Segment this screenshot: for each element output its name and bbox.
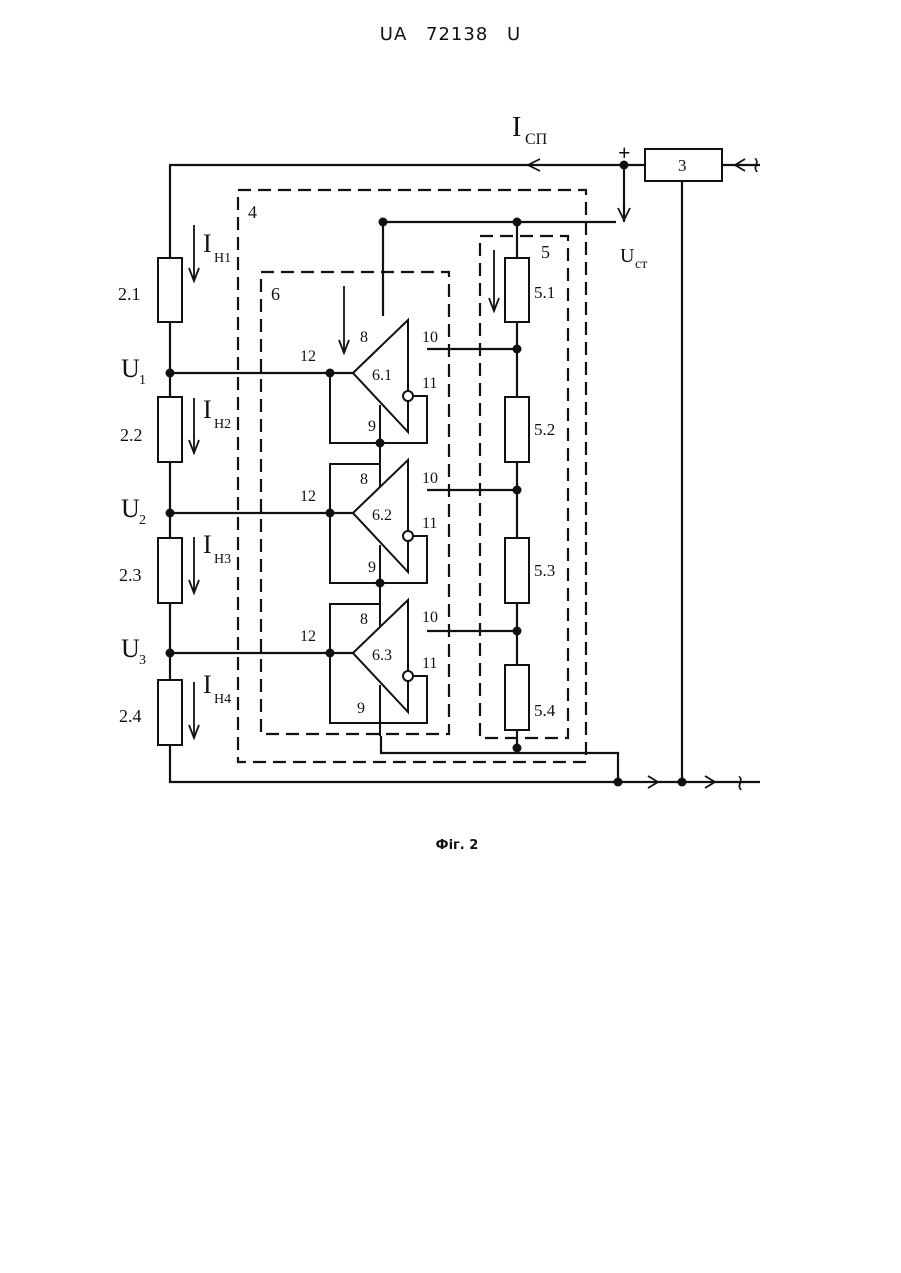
r52-label: 5.2 <box>534 420 555 439</box>
pin-10-a1: 10 <box>422 329 438 346</box>
block-3-label: 3 <box>678 156 687 175</box>
pin-11-a2: 11 <box>422 515 437 532</box>
r24-label: 2.4 <box>119 706 142 726</box>
figure-caption: Фіг. 2 <box>0 838 901 853</box>
u2-subscript: 2 <box>139 513 146 528</box>
in2-subscript: Н2 <box>214 417 231 432</box>
resistor-2-1 <box>158 258 182 322</box>
pin-9-a2: 9 <box>368 559 376 576</box>
u-st-label: U <box>620 245 635 267</box>
pin-11-a1: 11 <box>422 375 437 392</box>
in4-label: I <box>203 670 212 699</box>
r51-label: 5.1 <box>534 283 555 302</box>
pin-9-a1: 9 <box>368 418 376 435</box>
i-sp-label: I <box>512 112 521 143</box>
block-6-label: 6 <box>271 284 280 304</box>
resistor-5-4 <box>505 665 529 730</box>
pin-12-a2: 12 <box>300 488 316 505</box>
in2-label: I <box>203 395 212 424</box>
plus-sign: + <box>618 140 631 165</box>
u-st-subscript: ст <box>635 257 647 272</box>
in4-subscript: Н4 <box>214 692 231 707</box>
pin-8-a2: 8 <box>360 471 368 488</box>
u3-label: U <box>121 634 140 663</box>
ac-input-symbol: ≀ <box>752 152 760 177</box>
block-6-boundary <box>261 272 449 734</box>
resistor-5-3 <box>505 538 529 603</box>
u3-subscript: 3 <box>139 653 146 668</box>
amp-6-2-label: 6.2 <box>372 507 392 524</box>
ac-output-symbol: ≀ <box>736 770 744 795</box>
resistor-5-2 <box>505 397 529 462</box>
in3-label: I <box>203 530 212 559</box>
resistor-5-1 <box>505 258 529 322</box>
r53-label: 5.3 <box>534 561 555 580</box>
resistor-2-4 <box>158 680 182 745</box>
resistor-2-2 <box>158 397 182 462</box>
i-sp-subscript: СП <box>525 131 548 148</box>
block-4-label: 4 <box>248 202 257 222</box>
in3-subscript: Н3 <box>214 552 231 567</box>
pin-10-a2: 10 <box>422 470 438 487</box>
r21-label: 2.1 <box>118 284 141 304</box>
resistor-2-3 <box>158 538 182 603</box>
pin-12-a3: 12 <box>300 628 316 645</box>
block-5-label: 5 <box>541 242 550 262</box>
pin-8-a1: 8 <box>360 329 368 346</box>
pin-8-a3: 8 <box>360 611 368 628</box>
pin-10-a3: 10 <box>422 609 438 626</box>
in1-subscript: Н1 <box>214 251 231 266</box>
amp-6-1-label: 6.1 <box>372 367 392 384</box>
r23-label: 2.3 <box>119 565 142 585</box>
pin-11-a3: 11 <box>422 655 437 672</box>
amp-6-3-label: 6.3 <box>372 647 392 664</box>
u2-label: U <box>121 494 140 523</box>
current-arrows <box>189 159 745 788</box>
u1-subscript: 1 <box>139 373 146 388</box>
u1-label: U <box>121 354 140 383</box>
r22-label: 2.2 <box>120 425 143 445</box>
in1-label: I <box>203 229 212 258</box>
pin-12-a1: 12 <box>300 348 316 365</box>
main-wiring <box>170 165 760 782</box>
pin-9-a3: 9 <box>357 700 365 717</box>
r54-label: 5.4 <box>534 701 556 720</box>
